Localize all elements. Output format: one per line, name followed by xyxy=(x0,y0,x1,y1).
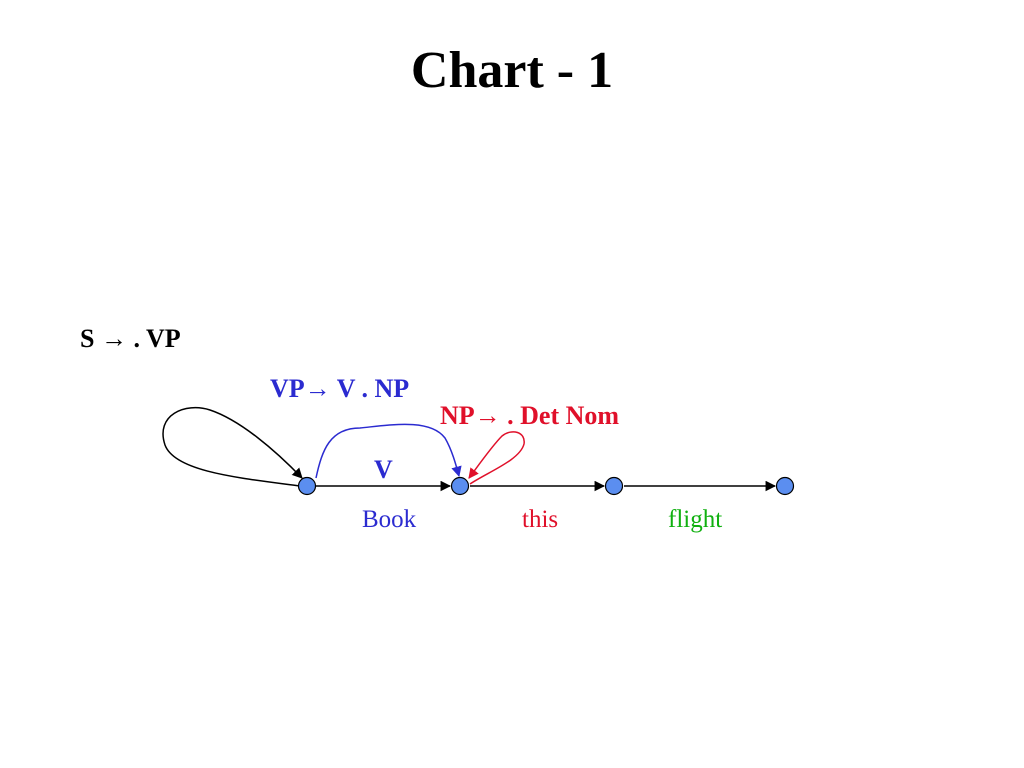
loop-np-det-nom xyxy=(468,431,525,485)
word-this: this xyxy=(522,506,559,533)
rule-np-det-nom: NP→ . Det Nom xyxy=(440,401,620,430)
rule-vp-v-np: VP→ V . NP xyxy=(270,374,410,403)
chart-node-3 xyxy=(775,476,795,496)
word-flight: flight xyxy=(668,506,723,533)
chart-node-0 xyxy=(297,476,317,496)
arc-vp-v-np xyxy=(315,423,462,479)
word-book: Book xyxy=(362,506,417,533)
slide-title: Chart - 1 xyxy=(410,42,614,99)
loop-s-vp xyxy=(162,406,303,487)
rule-s-vp: S → . VP xyxy=(80,324,181,353)
edge-label-v: V xyxy=(374,455,393,484)
chart-node-1 xyxy=(450,476,470,496)
chart-node-2 xyxy=(604,476,624,496)
